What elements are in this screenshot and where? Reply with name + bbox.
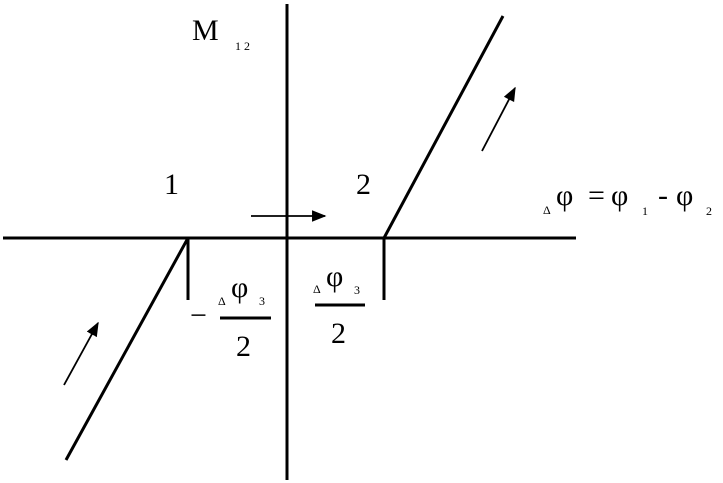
phi1-subscript: 1 <box>642 204 648 218</box>
y-axis-label: M <box>192 14 219 47</box>
right-fraction-subscript: 3 <box>354 283 360 297</box>
y-axis-subscript: 1 2 <box>235 39 250 53</box>
upper-arrow <box>481 86 516 152</box>
left-branch-line <box>64 237 190 461</box>
region-label-2: 2 <box>356 168 371 201</box>
phi2-symbol: φ <box>676 179 693 212</box>
left-fraction-delta: Δ <box>218 294 226 308</box>
right-fraction-denominator: 2 <box>331 317 346 350</box>
left-fraction-phi: φ <box>231 271 248 304</box>
right-fraction-phi: φ <box>326 260 343 293</box>
left-fraction-subscript: 3 <box>259 294 265 308</box>
phi-symbol: φ <box>556 179 573 212</box>
left-fraction-sign: − <box>190 299 207 332</box>
delta-symbol: Δ <box>543 203 551 217</box>
phi2-subscript: 2 <box>706 204 712 218</box>
minus-symbol: - <box>658 179 668 212</box>
lower-arrow <box>63 321 99 386</box>
right-fraction-delta: Δ <box>313 282 321 296</box>
right-branch-line <box>382 15 505 239</box>
region-label-1: 1 <box>164 168 179 201</box>
phi1-symbol: φ <box>611 179 628 212</box>
equals-symbol: = <box>588 179 605 212</box>
left-fraction-denominator: 2 <box>236 330 251 363</box>
